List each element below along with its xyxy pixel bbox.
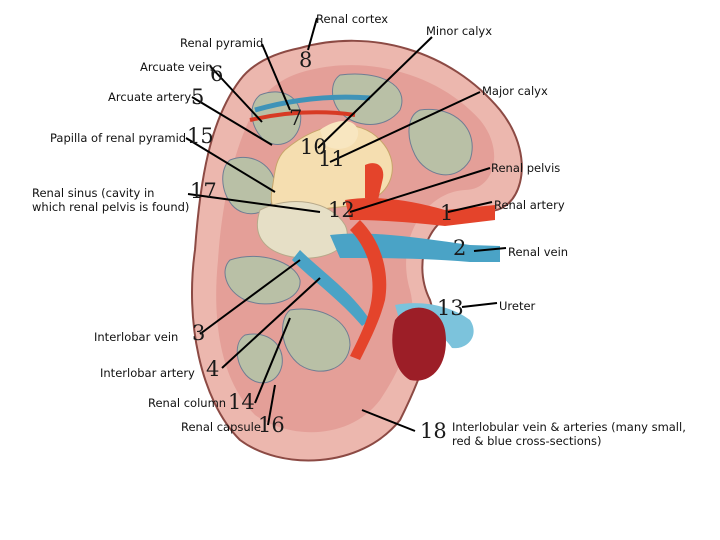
label-interlobar-artery: Interlobar artery bbox=[100, 366, 195, 380]
number-11: 11 bbox=[318, 147, 345, 171]
leader-minor-calyx bbox=[317, 36, 433, 149]
interlobar-vein-vessel bbox=[292, 250, 370, 326]
label-renal-column: Renal column bbox=[148, 396, 227, 410]
label-arcuate-vein: Arcuate vein bbox=[140, 60, 213, 74]
number-13: 13 bbox=[437, 296, 464, 320]
renal-vein-vessel bbox=[330, 233, 500, 262]
label-renal-pelvis: Renal pelvis bbox=[491, 161, 561, 175]
label-interlobular: Interlobular vein & arteries (many small… bbox=[452, 420, 686, 448]
label-renal-capsule: Renal capsule bbox=[181, 420, 261, 434]
minor-calyx-shape bbox=[320, 120, 359, 149]
leader-major-calyx bbox=[329, 91, 481, 163]
label-ureter: Ureter bbox=[499, 299, 536, 313]
leader-arcuate-vein bbox=[209, 65, 263, 123]
leader-ureter bbox=[461, 302, 498, 308]
arcuate-artery-vessel bbox=[249, 110, 356, 122]
renal-pyramid-3 bbox=[408, 108, 473, 176]
number-16: 16 bbox=[258, 413, 285, 437]
number-2: 2 bbox=[453, 236, 467, 260]
leader-interlobular bbox=[361, 409, 416, 432]
renal-artery-vessel bbox=[345, 198, 495, 226]
number-8: 8 bbox=[299, 48, 313, 72]
number-1: 1 bbox=[440, 201, 454, 225]
leader-renal-column bbox=[254, 317, 291, 404]
leader-renal-pelvis bbox=[349, 167, 491, 213]
label-papilla: Papilla of renal pyramid bbox=[50, 131, 187, 145]
label-renal-artery: Renal artery bbox=[494, 198, 565, 212]
label-interlobar-vein: Interlobar vein bbox=[94, 330, 179, 344]
label-renal-pyramid: Renal pyramid bbox=[180, 36, 264, 50]
label-renal-cortex: Renal cortex bbox=[316, 12, 389, 26]
renal-pelvis-pipe bbox=[365, 163, 384, 200]
renal-pyramid-5 bbox=[224, 256, 301, 305]
number-4: 4 bbox=[206, 357, 220, 381]
number-10: 10 bbox=[300, 135, 327, 159]
number-18: 18 bbox=[420, 419, 447, 443]
number-15: 15 bbox=[187, 124, 214, 148]
number-6: 6 bbox=[210, 62, 224, 86]
label-renal-vein: Renal vein bbox=[508, 245, 569, 259]
leader-interlobar-vein bbox=[199, 259, 301, 335]
leader-renal-artery bbox=[447, 201, 493, 213]
leader-renal-sinus bbox=[187, 193, 321, 213]
label-minor-calyx: Minor calyx bbox=[426, 24, 493, 38]
leader-papilla bbox=[185, 137, 276, 193]
label-renal-sinus: Renal sinus (cavity in which renal pelvi… bbox=[32, 186, 190, 214]
label-arcuate-artery: Arcuate artery bbox=[108, 90, 192, 104]
number-5: 5 bbox=[191, 85, 205, 109]
number-7: 7 bbox=[289, 106, 303, 130]
arcuate-vein-vessel bbox=[254, 94, 371, 113]
number-3: 3 bbox=[192, 321, 206, 345]
number-14: 14 bbox=[228, 390, 255, 414]
leader-renal-cortex bbox=[307, 17, 318, 51]
number-12: 12 bbox=[328, 198, 355, 222]
leader-renal-pyramid bbox=[261, 43, 291, 111]
number-17: 17 bbox=[190, 179, 217, 203]
ureter-bulb bbox=[392, 307, 446, 381]
leader-renal-capsule bbox=[267, 384, 276, 426]
label-major-calyx: Major calyx bbox=[482, 84, 548, 98]
interlobar-artery-vessel bbox=[350, 220, 387, 360]
leader-interlobar-artery bbox=[221, 277, 321, 369]
leader-renal-vein bbox=[473, 247, 507, 252]
leader-arcuate-artery bbox=[191, 96, 273, 146]
